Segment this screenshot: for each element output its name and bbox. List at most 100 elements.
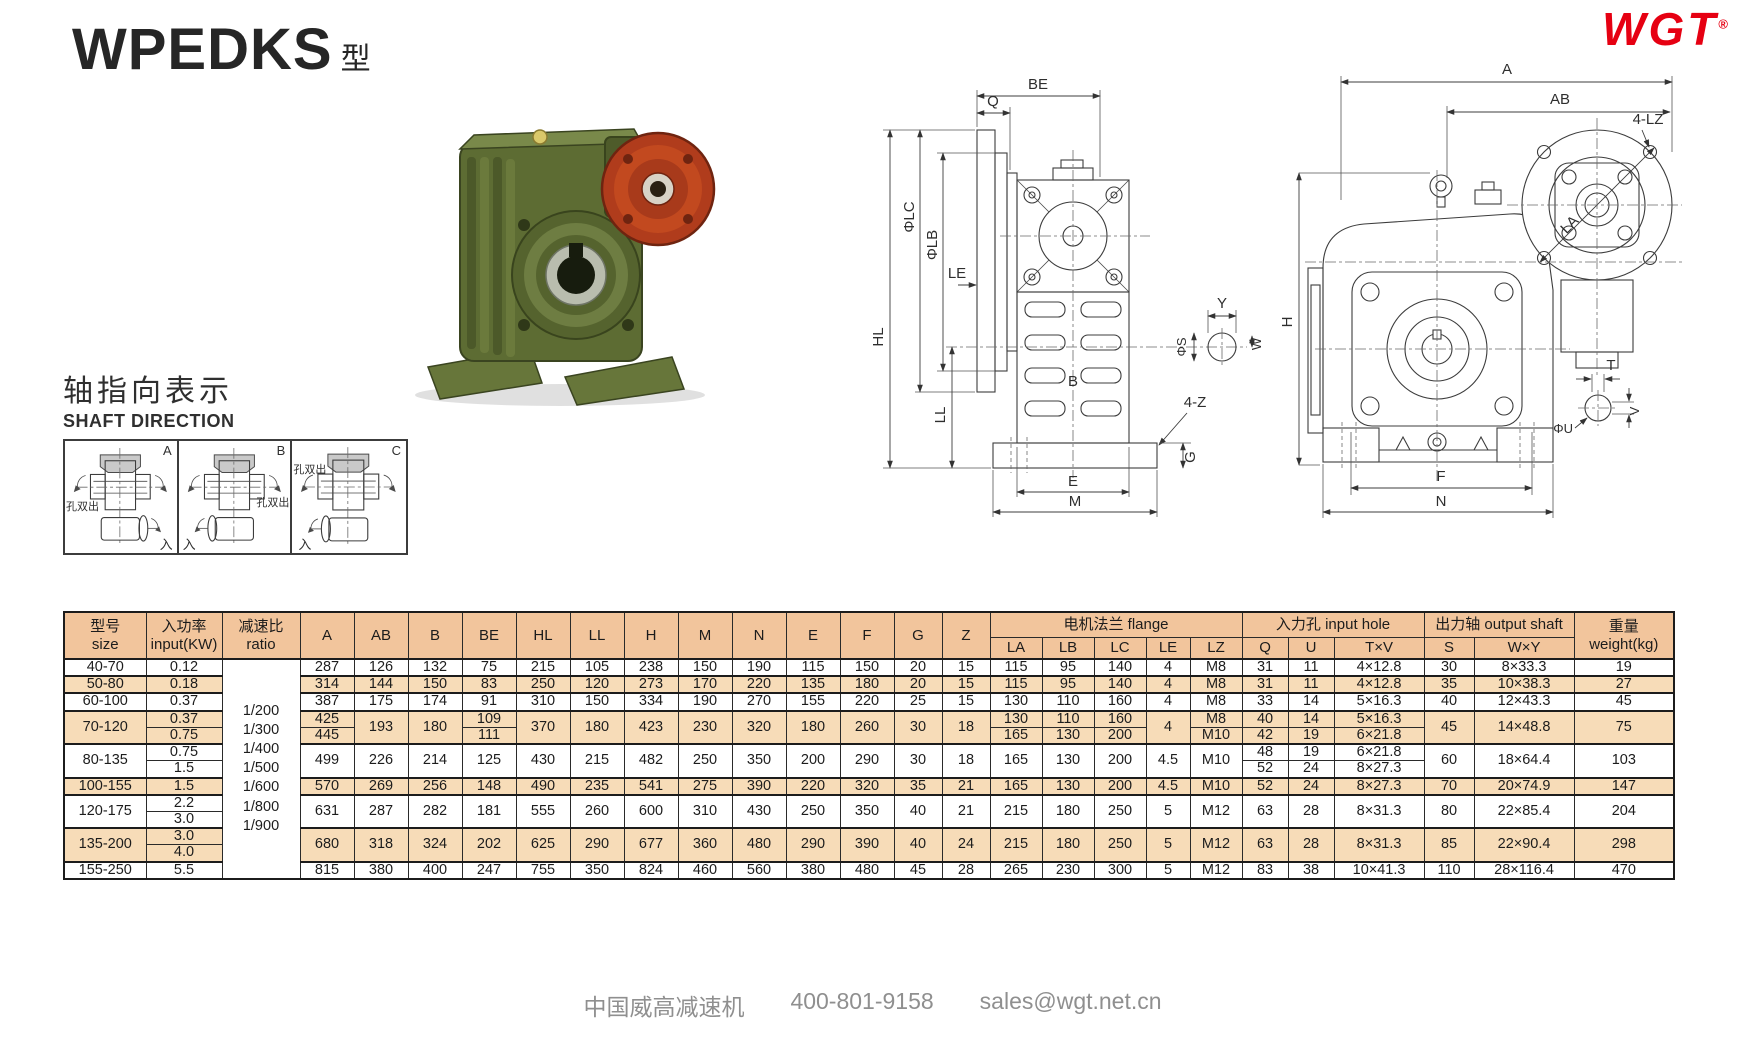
table-cell: 287 <box>353 793 409 829</box>
table-cell: 33 <box>1241 692 1289 712</box>
input-direction-label: 入 <box>298 537 312 552</box>
table-cell: 4 <box>1145 692 1191 712</box>
dim-label-lc: ΦLC <box>901 201 918 232</box>
table-cell: 110 <box>1423 860 1475 880</box>
table-cell: 40 <box>893 827 943 863</box>
table-cell: 480 <box>731 827 787 863</box>
table-cell: 45 <box>1573 692 1675 712</box>
table-cell: 390 <box>839 827 895 863</box>
column-header: LZ <box>1189 636 1243 660</box>
table-cell: 75 <box>461 657 517 677</box>
table-cell: 677 <box>623 827 679 863</box>
shaft-top-view-a <box>73 448 167 546</box>
side-view-drawing: BE Q ΦLC ΦLB LE HL LL B E <box>870 76 1264 517</box>
shaft-direction-diagrams: A 孔双出 入 B 孔双出 <box>63 439 408 555</box>
table-cell: 8×31.3 <box>1333 827 1425 863</box>
table-cell: 204 <box>1573 793 1675 829</box>
table-cell: M8 <box>1189 657 1243 677</box>
table-cell: 3.0 <box>145 827 223 846</box>
table-cell: 14×48.8 <box>1473 709 1575 745</box>
column-header: Q <box>1241 636 1289 660</box>
dim-label-b: B <box>1068 373 1078 390</box>
table-cell: 45 <box>1423 709 1475 745</box>
footer: 中国威高减速机 400-801-9158 sales@wgt.net.cn <box>0 988 1745 1022</box>
table-cell: 247 <box>461 860 517 880</box>
dim-label-hl: HL <box>870 327 887 346</box>
table-cell: 0.75 <box>145 743 223 762</box>
column-header: 减速比 ratio <box>221 611 301 660</box>
table-cell: M12 <box>1189 793 1243 829</box>
table-cell: 320 <box>731 709 787 745</box>
table-cell: 490 <box>515 776 571 796</box>
table-cell: 0.12 <box>145 657 223 677</box>
table-cell: 19 <box>1287 726 1335 745</box>
column-header: 出力轴 output shaft <box>1423 611 1575 638</box>
column-header: 重量 weight(kg) <box>1573 611 1675 660</box>
column-header: 型号 size <box>63 611 147 660</box>
table-cell: 110 <box>1041 709 1095 728</box>
column-header: 入功率 input(KW) <box>145 611 223 660</box>
dim-label-ll: LL <box>932 407 949 424</box>
column-header: AB <box>353 611 409 660</box>
table-cell: 755 <box>515 860 571 880</box>
table-cell: 350 <box>731 743 787 779</box>
diagram-letter: B <box>276 443 286 458</box>
shaft-direction-diagram-a: A 孔双出 入 <box>65 441 179 553</box>
diagram-letter: A <box>163 443 172 458</box>
shaft-direction-title-en: SHAFT DIRECTION <box>63 411 235 431</box>
table-cell: 0.37 <box>145 692 223 712</box>
table-cell: 130 <box>989 709 1043 728</box>
table-cell: 12×43.3 <box>1473 692 1575 712</box>
table-cell: 45 <box>893 860 943 880</box>
table-cell: 445 <box>299 726 355 745</box>
table-cell: 230 <box>677 709 733 745</box>
shaft-top-view-b <box>187 448 281 546</box>
table-cell: 14 <box>1287 709 1335 728</box>
table-cell: 275 <box>677 776 733 796</box>
table-cell: 91 <box>461 692 517 712</box>
table-cell: 144 <box>353 675 409 694</box>
table-cell: 126 <box>353 657 409 677</box>
table-cell: 273 <box>623 675 679 694</box>
table-cell: 19 <box>1287 743 1335 762</box>
table-cell: 103 <box>1573 743 1675 779</box>
table-cell: 220 <box>839 692 895 712</box>
table-cell: 215 <box>515 657 571 677</box>
table-cell: 250 <box>785 793 841 829</box>
table-cell: 110 <box>1041 692 1095 712</box>
table-cell: 541 <box>623 776 679 796</box>
table-cell: 238 <box>623 657 679 677</box>
gearbox-photo-illustration <box>415 128 716 406</box>
input-direction-label: 入 <box>182 537 196 552</box>
table-cell: 555 <box>515 793 571 829</box>
table-cell: 4.5 <box>1145 776 1191 796</box>
dim-label-g: G <box>1182 451 1199 463</box>
table-cell: 15 <box>941 692 991 712</box>
column-header: G <box>893 611 943 660</box>
table-cell: 370 <box>515 709 571 745</box>
table-cell: 180 <box>785 709 841 745</box>
table-cell: 200 <box>1093 726 1147 745</box>
table-cell: 8×33.3 <box>1473 657 1575 677</box>
dim-label-q: Q <box>987 93 999 110</box>
table-cell: 318 <box>353 827 409 863</box>
table-cell: 125 <box>461 743 517 779</box>
table-cell: 570 <box>299 776 355 796</box>
table-cell: 6×21.8 <box>1333 726 1425 745</box>
table-cell: 28 <box>941 860 991 880</box>
table-cell: 2.2 <box>145 793 223 812</box>
table-cell: 482 <box>623 743 679 779</box>
hole-double-output-label: 孔双出 <box>256 497 290 509</box>
column-header: HL <box>515 611 571 660</box>
dim-label-f: F <box>1436 468 1445 485</box>
table-cell: 21 <box>941 776 991 796</box>
table-cell: 22×85.4 <box>1473 793 1575 829</box>
table-cell: 310 <box>677 793 733 829</box>
